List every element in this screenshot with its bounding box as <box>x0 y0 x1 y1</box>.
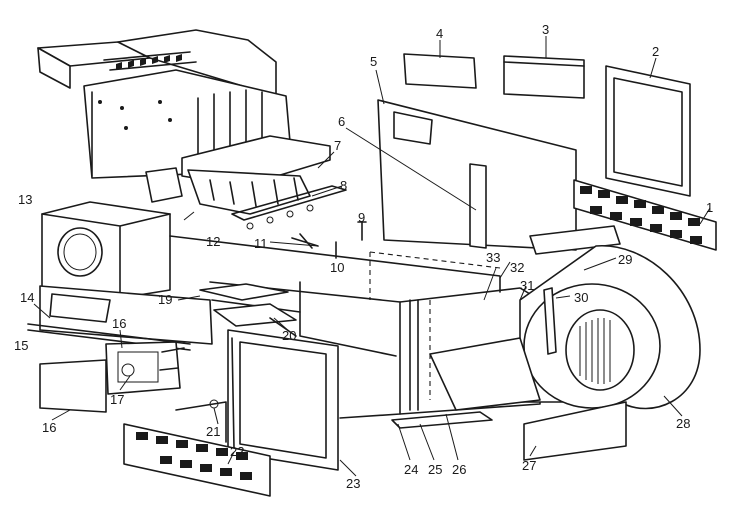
callout-29: 29 <box>618 252 632 267</box>
callout-27: 27 <box>522 458 536 473</box>
callout-16-top: 16 <box>112 316 126 331</box>
callout-22: 22 <box>230 444 244 459</box>
callout-24: 24 <box>404 462 418 477</box>
callout-23: 23 <box>346 476 360 491</box>
callout-32: 32 <box>510 260 524 275</box>
callout-labels: 1 2 3 4 5 6 7 8 9 10 11 12 13 14 15 16 1… <box>14 22 713 491</box>
side-panels <box>27 285 213 413</box>
leader-lines <box>33 36 711 477</box>
callout-25: 25 <box>428 462 442 477</box>
callout-20: 20 <box>282 328 296 343</box>
callout-30: 30 <box>574 290 588 305</box>
small-hardware <box>291 221 367 259</box>
callout-10: 10 <box>330 260 344 275</box>
burner-assembly <box>145 135 347 230</box>
callout-26: 26 <box>452 462 466 477</box>
access-door <box>227 329 339 471</box>
callout-9: 9 <box>358 210 365 225</box>
callout-5: 5 <box>370 54 377 69</box>
callout-31: 31 <box>520 278 534 293</box>
callout-13: 13 <box>18 192 32 207</box>
callout-33: 33 <box>486 250 500 265</box>
callout-16-bottom: 16 <box>42 420 56 435</box>
callout-19: 19 <box>158 292 172 307</box>
callout-28: 28 <box>676 416 690 431</box>
blower <box>429 225 701 461</box>
side-panel-right <box>573 65 717 251</box>
callout-8: 8 <box>340 178 347 193</box>
callout-21: 21 <box>206 424 220 439</box>
callout-4: 4 <box>436 26 443 41</box>
callout-3: 3 <box>542 22 549 37</box>
callout-6: 6 <box>338 114 345 129</box>
callout-1: 1 <box>706 200 713 215</box>
louver-panel <box>123 399 271 497</box>
callout-15: 15 <box>14 338 28 353</box>
callout-2: 2 <box>652 44 659 59</box>
filter-box <box>41 201 171 299</box>
callout-7: 7 <box>334 138 341 153</box>
callout-12: 12 <box>206 234 220 249</box>
callout-17: 17 <box>110 392 124 407</box>
callout-11: 11 <box>254 236 268 251</box>
callout-14: 14 <box>20 290 34 305</box>
top-panels <box>377 53 585 251</box>
